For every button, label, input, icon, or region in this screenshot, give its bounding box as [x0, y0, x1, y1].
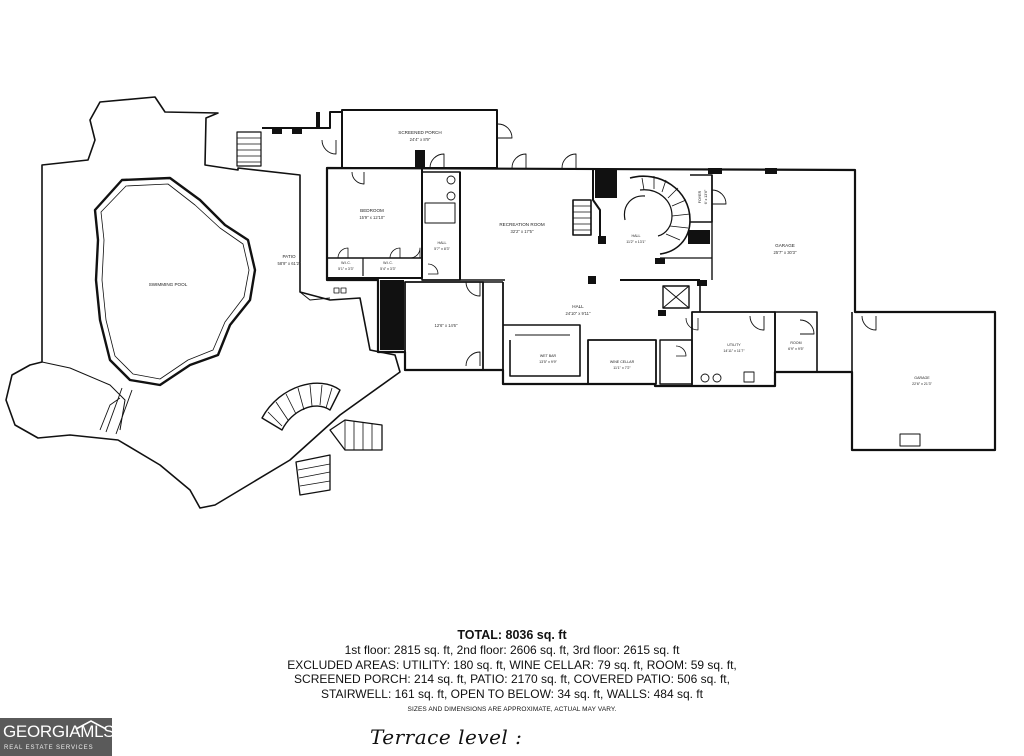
bedroom-label: BEDROOM [360, 208, 384, 213]
georgia-mls-logo: GEORGIAMLS REAL ESTATE SERVICES [0, 718, 115, 756]
recreation-room-dims: 32'2" x 17'5" [511, 229, 534, 234]
excluded-areas-3: STAIRWELL: 161 sq. ft, OPEN TO BELOW: 34… [321, 686, 703, 701]
bath [421, 171, 461, 281]
bath-hall-dims: 5'7" x 8'3" [434, 247, 450, 251]
bedroom-dims: 15'9" x 12'10" [359, 215, 385, 220]
room-small [774, 311, 818, 373]
lower-stairs [261, 382, 341, 431]
fireplace [572, 199, 592, 236]
garage-side-dims: 22'6" x 21'3" [912, 382, 932, 386]
screened-porch-dims: 24'4" x 8'9" [410, 137, 431, 142]
room-12-6 [404, 281, 484, 371]
pool-edge [100, 183, 250, 380]
wic-1-label: W.I.C. [341, 261, 351, 265]
wine-cellar-label: WINE CELLAR [610, 360, 635, 364]
bath-hall-label: HALL [438, 241, 447, 245]
garage-side-label: GARAGE [914, 376, 930, 380]
wet-bar-label: WET BAR [540, 354, 557, 358]
foyer-label: FOYER [698, 190, 702, 203]
center-hall-dims: 24'10" x 9'11" [566, 311, 591, 316]
wic-2-label: W.I.C. [383, 261, 393, 265]
wine-cellar-dims: 11'1" x 7'2" [613, 366, 631, 370]
patio-label: PATIO [282, 254, 296, 259]
patio-dims: 58'9" x 61'2" [278, 261, 301, 266]
floor-areas: 1st floor: 2815 sq. ft, 2nd floor: 2606 … [344, 643, 680, 657]
foyer-dims: 6' x 13'6" [704, 189, 708, 204]
elevator [662, 285, 690, 309]
center-hall-label: HALL [572, 304, 584, 309]
wet-bar-dims: 13'5" x 9'9" [539, 360, 557, 364]
wic-2-dims: 5'4" x 3'3" [380, 267, 396, 271]
patio-stairs [236, 131, 262, 167]
swimming-pool [93, 176, 257, 387]
area-summary: TOTAL: 8036 sq. ft 1st floor: 2815 sq. f… [262, 628, 762, 716]
patio-walk [99, 387, 133, 435]
upper-hall-label: HALL [632, 234, 641, 238]
wic-1-dims: 5'1" x 3'3" [338, 267, 354, 271]
utility-dims: 14'11" x 11'7" [723, 349, 745, 353]
roof-icon [75, 720, 107, 730]
disclaimer: SIZES AND DIMENSIONS ARE APPROXIMATE, AC… [407, 706, 617, 714]
screened-porch-label: SCREENED PORCH [398, 130, 441, 135]
garage-main-label: GARAGE [775, 243, 795, 248]
garage-main-dims: 25'7" x 30'3" [774, 250, 797, 255]
house-outline [325, 166, 997, 452]
handwritten-note: Terrace level : [370, 725, 523, 749]
wet-bar [503, 324, 581, 377]
upper-hall-dims: 11'2" x 13'1" [626, 240, 646, 244]
excluded-areas-2: SCREENED PORCH: 214 sq. ft, PATIO: 2170 … [294, 672, 730, 687]
room-12-6-dims: 12'6" x 14'6" [435, 323, 458, 328]
wine-cellar [587, 339, 657, 385]
spiral-stairs [629, 175, 691, 255]
swimming-pool-label: SWIMMING POOL [149, 282, 188, 287]
recreation-room-label: RECREATION ROOM [499, 222, 545, 227]
patio-curve [41, 361, 126, 431]
logo-wordmark: GEORGIAMLS [3, 722, 115, 741]
excluded-areas-1: EXCLUDED AREAS: UTILITY: 180 sq. ft, WIN… [287, 657, 737, 672]
utility-label: UTILITY [727, 343, 741, 347]
floor-plan: SCREENED PORCH 24'4" x 8'9" BEDROOM 15'9… [5, 96, 997, 509]
logo-tagline: REAL ESTATE SERVICES [4, 745, 94, 751]
total-area: TOTAL: 8036 sq. ft [457, 628, 567, 642]
small-room-label: ROOM [790, 341, 801, 345]
patio-outline [5, 96, 401, 509]
small-room-dims: 6'9" x 9'5" [788, 347, 804, 351]
